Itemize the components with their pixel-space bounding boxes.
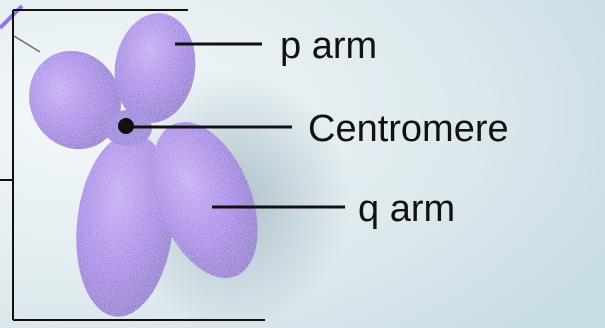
centromere-dot <box>118 118 134 134</box>
centromere-label: Centromere <box>308 108 509 150</box>
q-arm-label: q arm <box>358 188 455 230</box>
p-arm-label: p arm <box>280 25 377 67</box>
